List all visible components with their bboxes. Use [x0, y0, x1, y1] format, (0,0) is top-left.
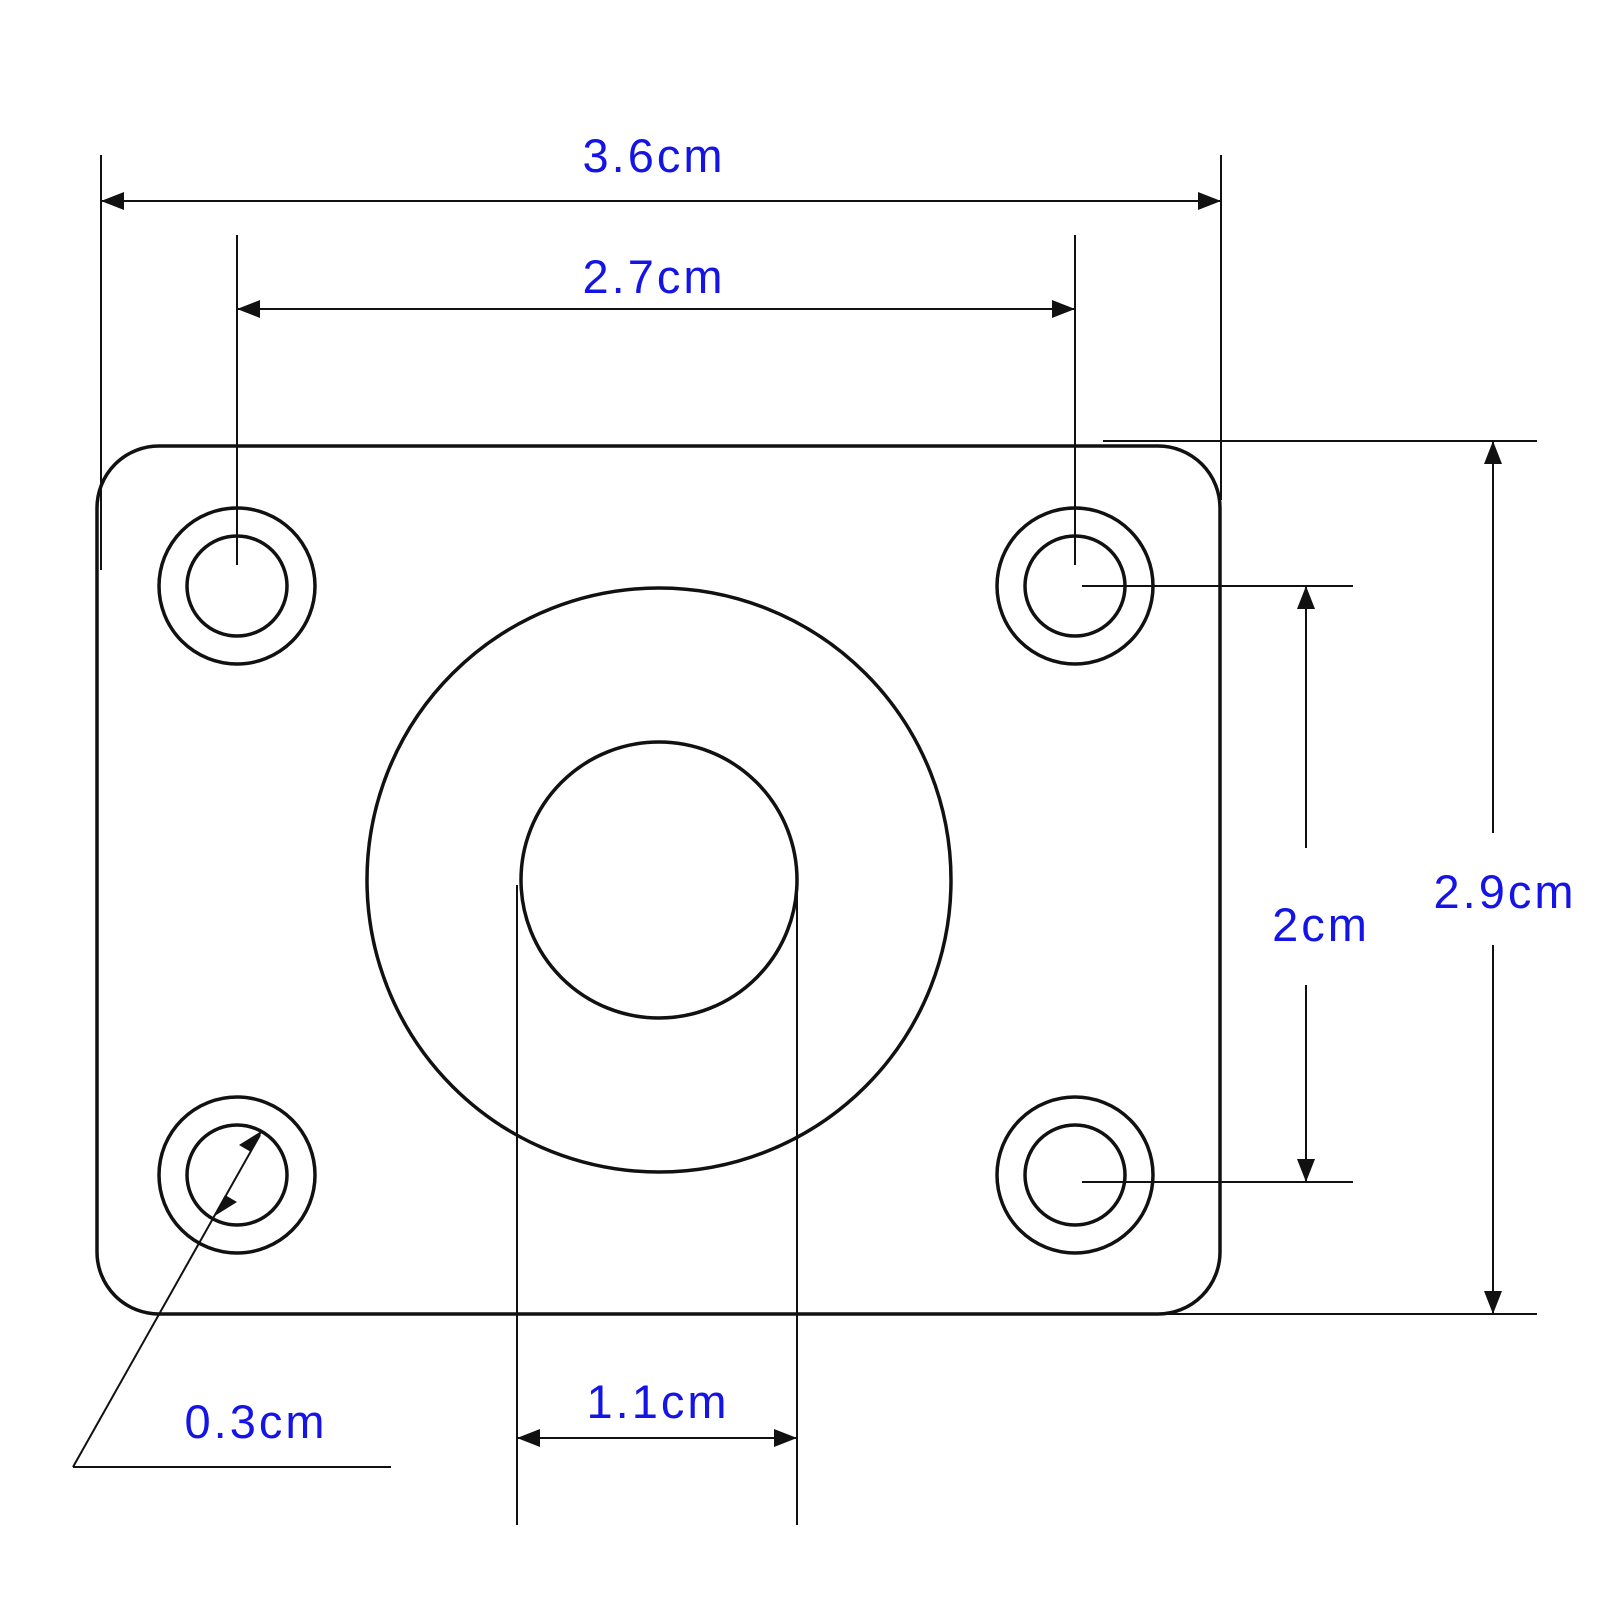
label-hole-spacing-vertical: 2cm: [1272, 898, 1370, 951]
dimension-center-hole-diameter: [516, 885, 798, 1525]
center-hole: [519, 740, 799, 1020]
label-mounting-hole-diameter: 0.3cm: [185, 1395, 328, 1448]
dimension-mounting-hole-diameter: [72, 1130, 391, 1468]
dimension-overall-width: [100, 155, 1222, 570]
label-overall-height: 2.9cm: [1434, 865, 1577, 918]
mounting-hole-bottom-right: [995, 1095, 1155, 1255]
dimension-hole-spacing-horizontal: [236, 235, 1076, 565]
label-center-hole-diameter: 1.1cm: [587, 1375, 730, 1428]
center-boss-outer: [365, 586, 953, 1174]
label-hole-spacing-horizontal: 2.7cm: [583, 250, 726, 303]
dimension-hole-spacing-vertical: [1082, 585, 1353, 1183]
label-overall-width: 3.6cm: [583, 129, 726, 182]
plate-outline: [95, 444, 1222, 1316]
mounting-hole-bottom-left: [157, 1095, 317, 1255]
dimension-overall-height: [1103, 440, 1537, 1315]
